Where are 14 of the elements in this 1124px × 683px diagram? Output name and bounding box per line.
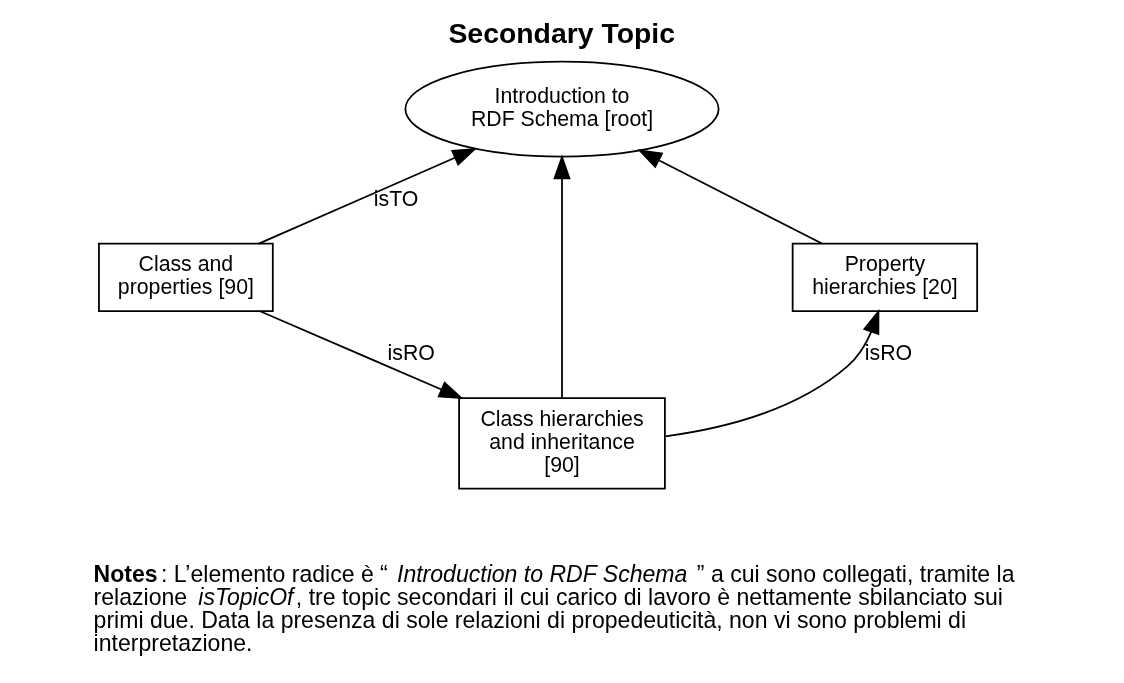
caption: Notes: L’elemento radice è “Introduction to RDF Schema” a cui sono collegati, tramite la relazione isTopicOf, tre topic secondari il cui carico di lavoro è nettamente sbilanciato sui primi due. Data la presenza di sole relazioni di propedeuticità, non vi sono problemi di interpretazione.: [93, 560, 1015, 656]
node-ellipse: Introduction to RDF Schema [root]: [404, 60, 720, 158]
arrow: [553, 154, 571, 399]
arrow: [664, 308, 880, 438]
edge-label: isTO: [373, 186, 419, 211]
node-box: Class hierarchies and inheritance [90]: [458, 397, 666, 490]
diagram-title: Secondary Topic: [448, 17, 675, 50]
edge-label: isRO: [387, 341, 435, 366]
node-box: Property hierarchies [20]: [791, 242, 979, 312]
arrow: [257, 148, 478, 245]
arrow: [637, 149, 823, 245]
arrow: [259, 310, 464, 400]
edge-label: isRO: [864, 341, 913, 366]
node-box: Class and properties [90]: [98, 242, 274, 312]
